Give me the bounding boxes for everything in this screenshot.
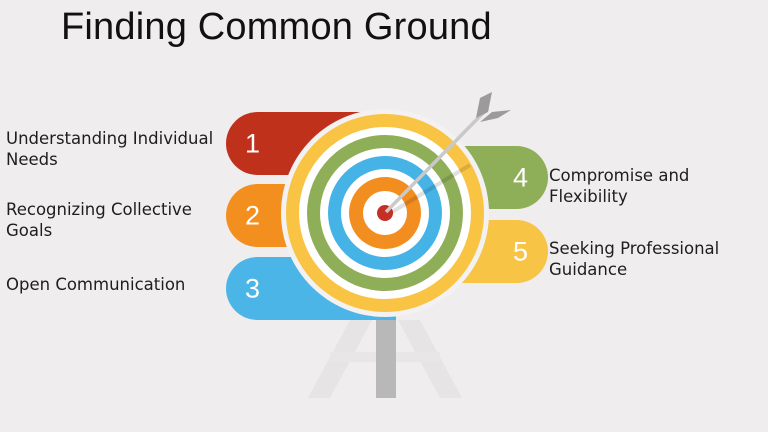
step-1-label: Understanding Individual Needs — [6, 129, 214, 169]
step-3-label: Open Communication — [6, 275, 186, 294]
step-4-label: Compromise and Flexibility — [549, 166, 690, 206]
step-5-number: 5 — [512, 236, 528, 266]
step-4-number: 4 — [512, 162, 528, 192]
step-1-number: 1 — [245, 128, 261, 158]
step-3-number: 3 — [245, 273, 261, 303]
page-title: Finding Common Ground — [61, 6, 492, 48]
step-2-number: 2 — [245, 200, 261, 230]
step-2-label: Recognizing Collective Goals — [6, 200, 192, 240]
step-5-label: Seeking Professional Guidance — [549, 239, 720, 279]
